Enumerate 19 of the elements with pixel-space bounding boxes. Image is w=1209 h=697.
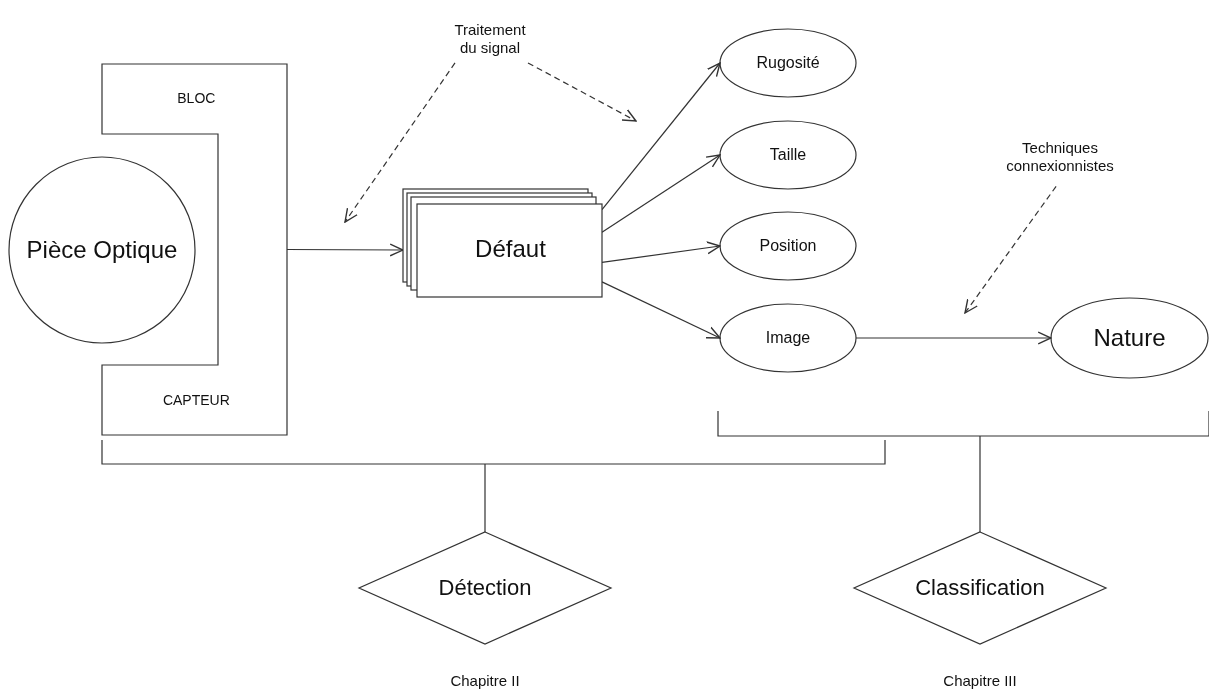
- chapter-caption: Chapitre II: [450, 671, 520, 690]
- node-label: Image: [765, 328, 811, 348]
- chapter-caption: Chapitre III: [943, 671, 1017, 690]
- annotation-text: Techniques connexionnistes: [1005, 139, 1115, 175]
- node-label: Pièce Optique: [25, 235, 179, 265]
- node-label: BLOC: [177, 89, 216, 107]
- dashed-arrow: [527, 62, 637, 122]
- node-label: Rugosité: [756, 53, 820, 73]
- annotation-text: Traitement du signal: [453, 21, 527, 57]
- node-label: Nature: [1093, 323, 1166, 353]
- arrow: [855, 331, 1052, 345]
- dashed-arrow: [344, 62, 456, 223]
- dashed-arrow: [964, 185, 1057, 314]
- node-label: Détection: [438, 574, 532, 602]
- node-label: Classification: [915, 574, 1045, 602]
- node-label: Défaut: [475, 235, 546, 264]
- node-label: Taille: [769, 145, 807, 165]
- node-label: CAPTEUR: [162, 392, 230, 409]
- node-label: Position: [759, 236, 817, 256]
